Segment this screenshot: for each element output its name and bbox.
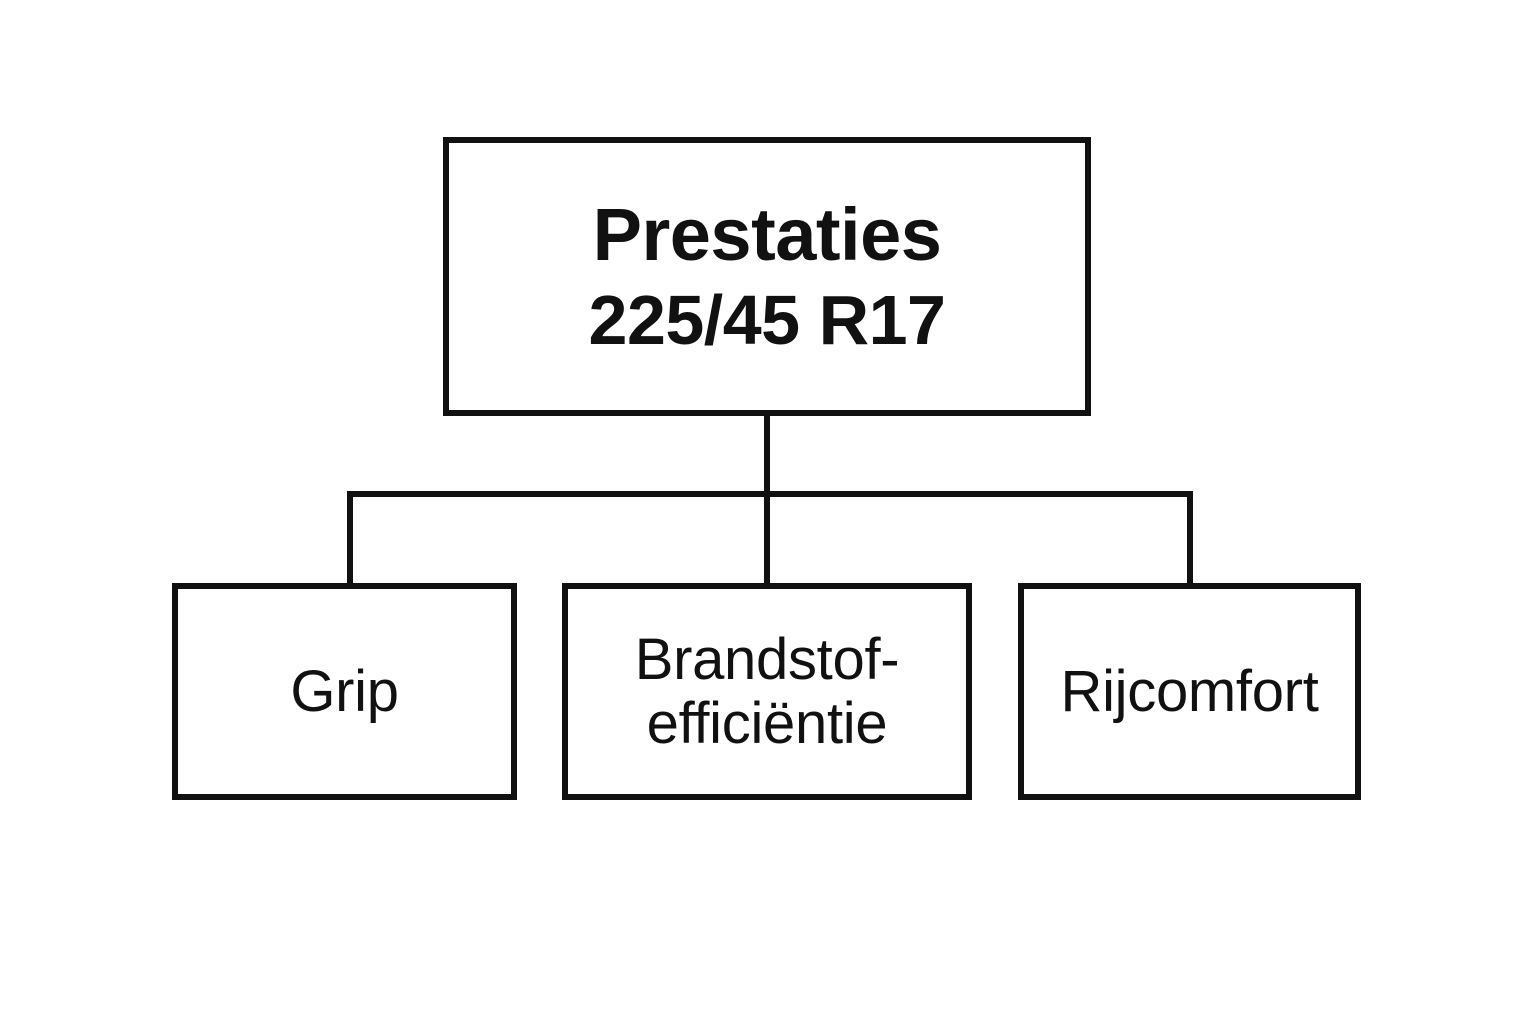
child-node-label-line-1: Brandstof- — [634, 626, 900, 692]
root-node-subtitle: 225/45 R17 — [588, 280, 946, 359]
node-child-grip[interactable]: Grip — [172, 583, 517, 800]
node-root-prestaties[interactable]: Prestaties 225/45 R17 — [443, 137, 1091, 416]
connector-drop-to-brandstof-efficientie — [764, 491, 770, 586]
child-node-label-line-2: efficiëntie — [646, 690, 888, 756]
child-node-label: Brandstof- efficiëntie — [621, 626, 914, 756]
root-node-title: Prestaties — [592, 192, 942, 276]
child-node-label: Rijcomfort — [1060, 658, 1319, 724]
connector-drop-to-rijcomfort — [1187, 491, 1193, 586]
node-child-brandstof-efficientie[interactable]: Brandstof- efficiëntie — [562, 583, 972, 800]
child-node-label: Grip — [290, 658, 399, 724]
connector-horizontal-bar — [347, 491, 1193, 497]
connector-drop-to-grip — [347, 491, 353, 586]
node-child-rijcomfort[interactable]: Rijcomfort — [1018, 583, 1361, 800]
connector-root-stem — [764, 410, 770, 499]
